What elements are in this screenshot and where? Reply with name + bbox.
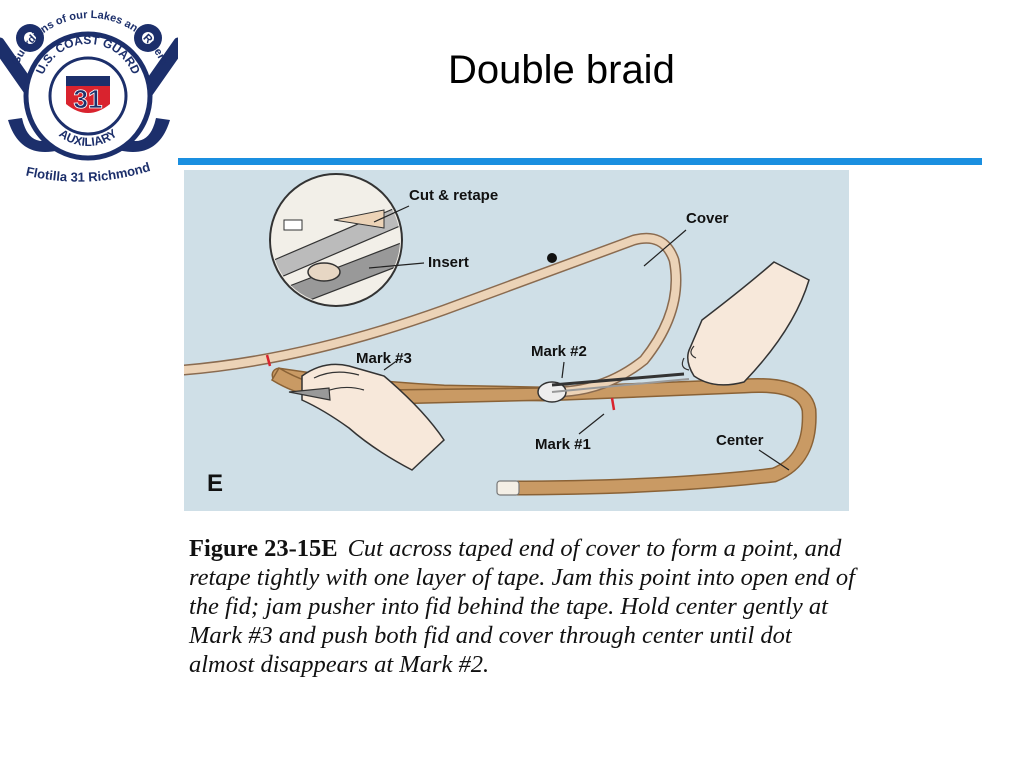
svg-text:AUXILIARY: AUXILIARY: [57, 126, 120, 149]
label-cover: Cover: [686, 210, 729, 227]
title-divider: [178, 158, 982, 165]
dot-marker: [547, 253, 557, 263]
label-mark-1: Mark #1: [535, 436, 591, 453]
label-insert: Insert: [428, 254, 469, 271]
label-mark-2: Mark #2: [531, 343, 587, 360]
illustration-drawing: [184, 173, 817, 496]
logo-ring-bottom-text: AUXILIARY: [57, 126, 120, 149]
label-cut-retape: Cut & retape: [409, 187, 499, 204]
coast-guard-auxiliary-logo: U.S. COAST GUARD AUXILIARY 31 Guardians …: [0, 0, 187, 195]
logo-number: 31: [74, 84, 103, 114]
mark-3-indicator: [265, 354, 272, 367]
svg-text:Flotilla 31 Richmond: Flotilla 31 Richmond: [25, 159, 152, 185]
label-mark-3: Mark #3: [356, 350, 412, 367]
label-center: Center: [716, 432, 764, 449]
right-hand: [687, 261, 810, 386]
rope-splice-illustration: Cut & retape Insert Cover Mark #3 Mark #…: [184, 170, 849, 511]
cover-rope: [184, 234, 680, 396]
left-hand: [301, 363, 445, 471]
panel-letter: E: [207, 470, 224, 497]
figure-reference: Figure 23-15E: [189, 535, 338, 562]
logo-emblem: U.S. COAST GUARD AUXILIARY 31 Guardians …: [0, 9, 187, 185]
mark-1-indicator: [610, 397, 616, 411]
slide-title: Double braid: [448, 48, 675, 92]
caption-text: Cut across taped end of cover to form a …: [189, 535, 855, 678]
logo-bottom-text: Flotilla 31 Richmond: [25, 159, 152, 185]
